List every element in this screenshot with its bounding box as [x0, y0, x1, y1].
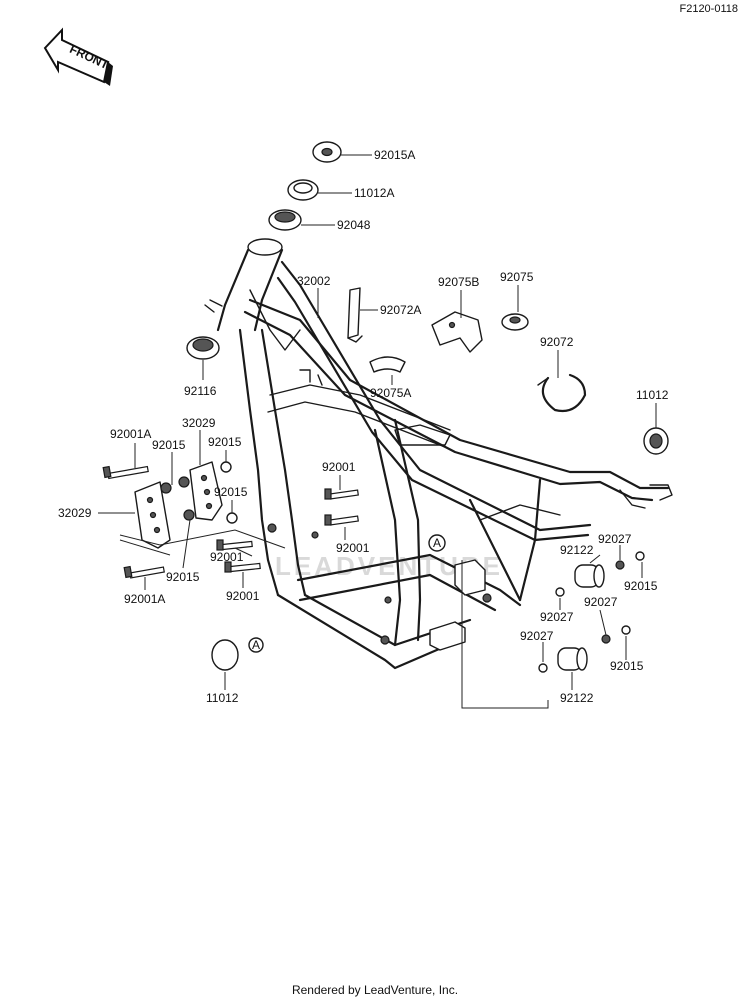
callout-92027-d: 92027	[520, 629, 554, 643]
callout-11012-cap: 11012	[206, 691, 239, 705]
callout-92027-b: 92027	[584, 595, 618, 609]
callout-32029-left: 32029	[58, 506, 92, 520]
callout-92015A: 92015A	[374, 148, 415, 162]
callout-32002: 32002	[297, 274, 331, 288]
part-92048-icon	[268, 209, 302, 231]
callout-32029-top: 32029	[182, 416, 216, 430]
callout-92072A: 92072A	[380, 303, 421, 317]
part-32029-upper-bracket-icon	[189, 461, 223, 521]
callout-92015-a: 92015	[152, 438, 186, 452]
callout-92048: 92048	[337, 218, 371, 232]
callout-11012-right: 11012	[636, 388, 669, 402]
part-92075B-icon	[431, 311, 483, 353]
callout-92027-c: 92027	[540, 610, 574, 624]
callout-92001A-bottom: 92001A	[124, 592, 165, 606]
callout-92075B: 92075B	[438, 275, 479, 289]
part-92075A-icon	[369, 356, 406, 373]
callout-92015-d: 92015	[166, 570, 200, 584]
part-92075-icon	[501, 313, 529, 331]
callout-92001-mid: 92001	[322, 460, 356, 474]
bolt-92001-left-icon	[216, 539, 261, 573]
bolt-92001-mid-icon	[324, 488, 359, 526]
callout-92015-e: 92015	[624, 579, 658, 593]
part-92122-upper-damper-icon	[555, 551, 645, 597]
part-11012-plug-icon	[643, 427, 669, 455]
footer-credit: Rendered by LeadVenture, Inc.	[292, 983, 458, 997]
part-92072A-icon	[347, 287, 363, 343]
callout-11012A: 11012A	[354, 186, 394, 200]
callout-92015-b: 92015	[208, 435, 242, 449]
callout-92075A: 92075A	[370, 386, 411, 400]
callout-92122-a: 92122	[560, 543, 594, 557]
part-92072-icon	[537, 373, 587, 413]
callout-92015-c: 92015	[214, 485, 248, 499]
bolt-92001A-bottom-icon	[123, 565, 165, 579]
part-92015-nut-icon	[160, 461, 238, 524]
callout-92072: 92072	[540, 335, 574, 349]
callout-92122-b: 92122	[560, 691, 594, 705]
part-92015A-icon	[312, 141, 342, 163]
part-11012A-icon	[287, 179, 319, 201]
callout-92116: 92116	[184, 384, 217, 398]
callout-92015-f: 92015	[610, 659, 644, 673]
callout-labels: 92015A 11012A 92048 32002 92072A 92075B …	[58, 148, 669, 705]
callout-92001-left: 92001	[210, 550, 244, 564]
front-arrow-icon: FRONT	[43, 27, 113, 86]
part-92116-icon	[186, 336, 220, 360]
part-11012-cap-icon: A	[211, 637, 264, 671]
cap-reference-marker: A	[252, 638, 260, 652]
callout-92027-a: 92027	[598, 532, 632, 546]
part-92122-lower-damper-icon	[538, 625, 631, 673]
callout-92001-mid2: 92001	[336, 541, 370, 555]
callout-92001A-top: 92001A	[110, 427, 151, 441]
leader-lines	[98, 154, 657, 709]
callout-92001-bottom: 92001	[226, 589, 260, 603]
figure-id: F2120-0118	[679, 3, 738, 15]
callout-92075: 92075	[500, 270, 534, 284]
motorcycle-frame: A	[204, 238, 673, 670]
bolt-92001A-top-icon	[102, 465, 149, 480]
frame-reference-marker: A	[433, 536, 441, 550]
